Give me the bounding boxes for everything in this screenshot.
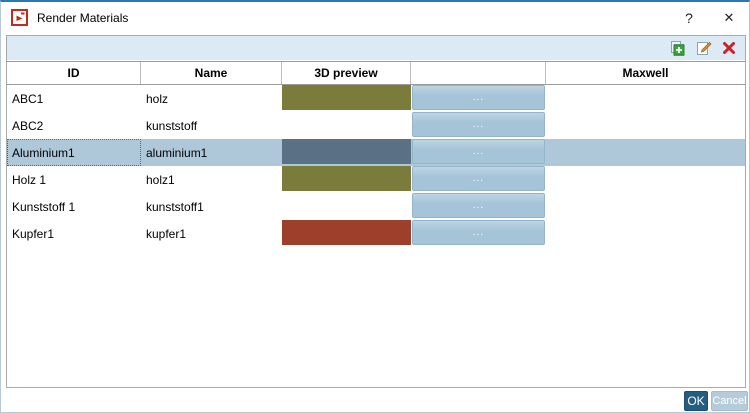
cell-name: aluminium1 xyxy=(146,146,208,160)
add-material-button[interactable] xyxy=(668,39,686,57)
cancel-button[interactable]: Cancel xyxy=(711,391,748,411)
cell-maxwell xyxy=(546,193,745,220)
cell-preview xyxy=(282,166,411,193)
window-title: Render Materials xyxy=(37,10,129,25)
cell-browse: ... xyxy=(411,139,546,166)
column-header-preview[interactable]: 3D preview xyxy=(282,62,411,84)
delete-material-button[interactable] xyxy=(720,39,738,57)
column-header-browse[interactable] xyxy=(411,62,546,84)
column-header-id[interactable]: ID xyxy=(7,62,141,84)
cell-preview xyxy=(282,220,411,247)
table-header: ID Name 3D preview Maxwell xyxy=(7,61,745,85)
cell-browse: ... xyxy=(411,193,546,220)
cell-preview xyxy=(282,139,411,166)
browse-button[interactable]: ... xyxy=(412,220,545,245)
ok-button[interactable]: OK xyxy=(684,391,708,411)
cell-browse: ... xyxy=(411,220,546,247)
cell-name: holz xyxy=(146,92,169,106)
cell-id: Aluminium1 xyxy=(7,139,141,166)
app-icon xyxy=(11,9,28,26)
toolbar xyxy=(7,36,745,60)
browse-button[interactable]: ... xyxy=(412,85,545,110)
column-header-name[interactable]: Name xyxy=(141,62,282,84)
cell-browse: ... xyxy=(411,112,546,139)
cell-id: Holz 1 xyxy=(12,173,47,187)
cell-name: kupfer1 xyxy=(146,227,187,241)
browse-button[interactable]: ... xyxy=(412,139,545,164)
table-row[interactable]: Kupfer1 kupfer1 ... xyxy=(7,220,745,247)
table-row[interactable]: Holz 1 holz1 ... xyxy=(7,166,745,193)
cell-name: kunststoff xyxy=(146,119,198,133)
edit-material-icon xyxy=(696,41,712,55)
close-button[interactable]: ✕ xyxy=(709,2,749,33)
cell-preview xyxy=(282,85,411,112)
add-material-icon xyxy=(670,40,684,56)
material-preview-swatch xyxy=(282,166,411,191)
cell-name: holz1 xyxy=(146,173,175,187)
material-preview-swatch xyxy=(282,220,411,245)
cell-preview xyxy=(282,193,411,220)
delete-material-icon xyxy=(723,42,735,54)
cell-id: ABC1 xyxy=(12,92,44,106)
table-row[interactable]: Aluminium1 aluminium1 ... xyxy=(7,139,745,166)
browse-button[interactable]: ... xyxy=(412,166,545,191)
cell-preview xyxy=(282,112,411,139)
browse-button[interactable]: ... xyxy=(412,193,545,218)
cell-id: Kunststoff 1 xyxy=(12,200,76,214)
table-row[interactable]: ABC2 kunststoff ... xyxy=(7,112,745,139)
material-preview-swatch xyxy=(282,85,411,110)
cell-maxwell xyxy=(546,220,745,247)
cell-browse: ... xyxy=(411,85,546,112)
cell-maxwell xyxy=(546,112,745,139)
table-row[interactable]: ABC1 holz ... xyxy=(7,85,745,112)
cell-maxwell xyxy=(546,166,745,193)
cell-id: Kupfer1 xyxy=(12,227,55,241)
cell-maxwell xyxy=(546,85,745,112)
cell-browse: ... xyxy=(411,166,546,193)
material-preview-swatch xyxy=(282,139,411,164)
titlebar-buttons: ? ✕ xyxy=(669,2,749,33)
title-bar: Render Materials ? ✕ xyxy=(1,2,749,33)
edit-material-button[interactable] xyxy=(694,39,712,57)
column-header-maxwell[interactable]: Maxwell xyxy=(622,66,669,80)
cell-id: ABC2 xyxy=(12,119,44,133)
help-button[interactable]: ? xyxy=(669,2,709,33)
browse-button[interactable]: ... xyxy=(412,112,545,137)
table-row[interactable]: Kunststoff 1 kunststoff1 ... xyxy=(7,193,745,220)
cell-maxwell xyxy=(546,139,745,166)
materials-panel: ID Name 3D preview Maxwell ABC1 holz ...… xyxy=(6,35,746,388)
cell-name: kunststoff1 xyxy=(146,200,204,214)
table-body: ABC1 holz ... ABC2 kunststoff ... Alumin… xyxy=(7,85,745,247)
